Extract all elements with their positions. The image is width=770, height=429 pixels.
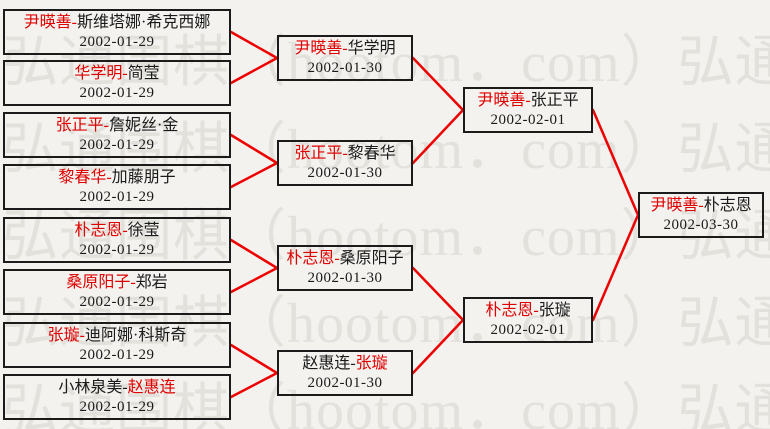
match-title: 张正平-詹妮丝·金 <box>55 117 179 134</box>
connector-line <box>411 266 465 322</box>
match-box-round-1-4: 黎春华-加藤朋子 2002-01-29 <box>3 164 231 210</box>
match-box-round-2-2: 张正平-黎春华 2002-01-30 <box>277 140 413 186</box>
match-date: 2002-01-29 <box>79 189 155 205</box>
match-box-round-2-3: 朴志恩-桑原阳子 2002-01-30 <box>277 245 413 291</box>
match-date: 2002-02-01 <box>490 112 566 128</box>
match-box-round-2-1: 尹暎善-华学明 2002-01-30 <box>277 35 413 81</box>
connector-line <box>591 213 640 322</box>
connector-line <box>229 371 279 399</box>
match-box-round-1-5: 朴志恩-徐莹 2002-01-29 <box>3 217 231 263</box>
match-box-final-1: 尹暎善-朴志恩 2002-03-30 <box>638 192 764 238</box>
match-box-semifinal-1: 尹暎善-张正平 2002-02-01 <box>463 87 593 133</box>
match-date: 2002-01-29 <box>79 242 155 258</box>
match-title: 小林泉美-赵惠连 <box>58 379 176 396</box>
match-title: 张璇-迪阿娜·科斯奇 <box>47 327 187 344</box>
match-title: 朴志恩-张璇 <box>485 302 571 319</box>
match-title: 赵惠连-张璇 <box>302 355 388 372</box>
match-box-round-1-3: 张正平-詹妮丝·金 2002-01-29 <box>3 112 231 158</box>
match-title: 桑原阳子-郑岩 <box>66 274 168 291</box>
match-box-round-2-4: 赵惠连-张璇 2002-01-30 <box>277 350 413 396</box>
match-date: 2002-01-30 <box>307 165 383 181</box>
match-title: 尹暎善-斯维塔娜·希克西娜 <box>23 14 211 31</box>
match-date: 2002-01-30 <box>307 60 383 76</box>
match-date: 2002-01-29 <box>79 294 155 310</box>
match-date: 2002-01-29 <box>79 137 155 153</box>
match-date: 2002-01-30 <box>307 270 383 286</box>
connector-line <box>229 343 279 375</box>
match-title: 张正平-黎春华 <box>294 145 396 162</box>
connector-line <box>411 108 465 165</box>
connector-line <box>229 30 279 60</box>
match-date: 2002-01-29 <box>79 347 155 363</box>
match-date: 2002-02-01 <box>490 322 566 338</box>
match-box-round-1-1: 尹暎善-斯维塔娜·希克西娜 2002-01-29 <box>3 9 231 55</box>
match-date: 2002-01-29 <box>79 34 155 50</box>
match-box-round-1-2: 华学明-简莹 2002-01-29 <box>3 60 231 106</box>
match-box-round-1-8: 小林泉美-赵惠连 2002-01-29 <box>3 374 231 420</box>
connector-line <box>229 133 279 165</box>
match-title: 华学明-简莹 <box>74 65 160 82</box>
match-box-round-1-6: 桑原阳子-郑岩 2002-01-29 <box>3 269 231 315</box>
connector-line <box>229 56 279 85</box>
match-box-round-1-7: 张璇-迪阿娜·科斯奇 2002-01-29 <box>3 322 231 368</box>
match-title: 尹暎善-华学明 <box>294 40 396 57</box>
match-date: 2002-01-29 <box>79 399 155 415</box>
match-date: 2002-01-30 <box>307 375 383 391</box>
connector-line <box>591 108 640 217</box>
connector-line <box>229 266 279 294</box>
match-title: 尹暎善-张正平 <box>477 92 579 109</box>
match-title: 尹暎善-朴志恩 <box>650 197 752 214</box>
match-title: 黎春华-加藤朋子 <box>58 169 176 186</box>
match-box-semifinal-2: 朴志恩-张璇 2002-02-01 <box>463 297 593 343</box>
match-date: 2002-01-29 <box>79 85 155 101</box>
match-date: 2002-03-30 <box>663 217 739 233</box>
match-title: 朴志恩-徐莹 <box>74 222 160 239</box>
connector-line <box>229 238 279 270</box>
connector-line <box>229 161 279 189</box>
connector-line <box>411 318 465 375</box>
connector-line <box>411 56 465 112</box>
match-title: 朴志恩-桑原阳子 <box>286 250 404 267</box>
